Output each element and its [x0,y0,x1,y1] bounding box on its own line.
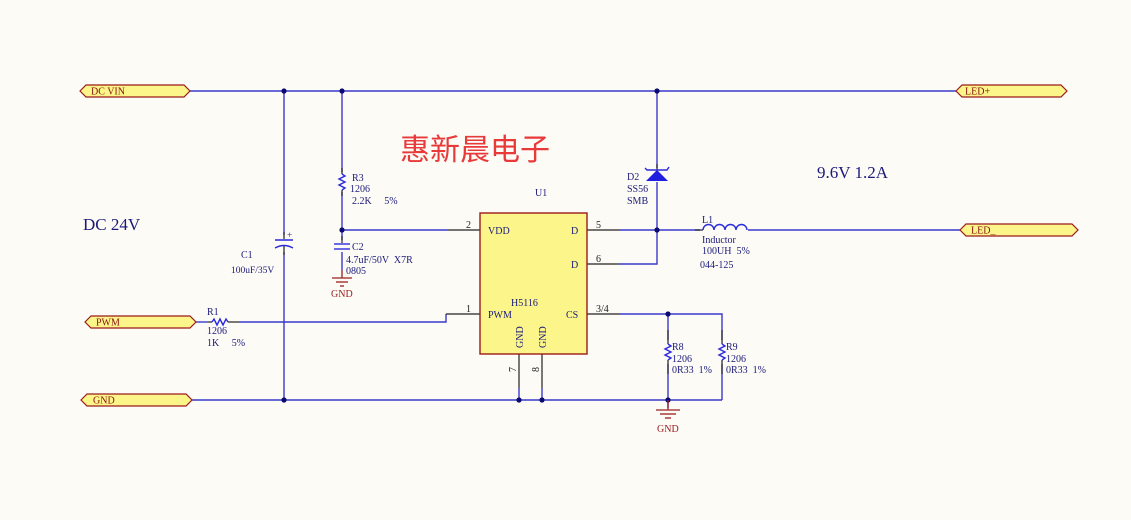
capacitor-c2[interactable]: C2 4.7uF/50V X7R 0805 [334,236,413,277]
pin-d2-name: D [571,260,578,271]
ic-u1[interactable]: U1 H5116 VDD D D PWM CS GND GND 2 5 6 1 … [466,188,609,372]
pin-pwm-name: PWM [488,310,512,321]
inductor-coil-icon [702,223,748,231]
port-gnd-label: GND [93,396,115,407]
junction [539,397,545,403]
port-dc-vin-label: DC VIN [91,87,125,98]
pin-num-8: 8 [531,367,542,372]
junction [339,227,345,233]
d2-ref: D2 [627,172,639,183]
port-led-plus-label: LED+ [965,87,990,98]
port-dc-vin[interactable]: DC VIN [79,84,191,98]
r1-package: 1206 [207,326,227,337]
pin-num-1: 1 [466,304,471,315]
gnd-label: GND [657,424,679,435]
c2-ref: C2 [352,242,364,253]
resistor-symbol-icon [211,317,229,327]
gnd-symbol-cs: GND [656,400,680,435]
junction [339,88,345,94]
ic-designator: U1 [535,188,547,199]
output-spec-label: 9.6V 1.2A [817,163,889,182]
r9-package: 1206 [726,354,746,365]
c1-value: 100uF/35V [231,266,274,276]
l1-package: 044-125 [700,260,733,271]
pin-gnd1-name: GND [515,326,526,348]
r3-value: 2.2K 5% [352,196,398,207]
junction [654,227,660,233]
pin-gnd2-name: GND [538,326,549,348]
brand-text: 惠新晨电子 [400,133,550,168]
port-pwm-label: PWM [96,318,120,329]
net-cs [620,313,723,340]
resistor-r9[interactable]: R9 1206 0R33 1% [717,330,766,376]
port-pwm[interactable]: PWM [84,315,197,329]
l1-value: 100UH 5% [702,246,750,257]
resistor-r8[interactable]: R8 1206 0R33 1% [663,330,712,376]
pin-num-3-4: 3/4 [596,304,609,315]
c2-value: 4.7uF/50V X7R [346,255,413,266]
gnd-symbol-c2: GND [331,270,353,300]
resistor-symbol-icon [663,343,673,361]
schottky-bar-icon [644,166,670,171]
plus-icon: + [287,230,292,240]
resistor-r1[interactable]: R1 1206 1K 5% [207,307,245,349]
net-pwm [240,314,447,323]
r8-value: 0R33 1% [672,365,712,376]
r8-ref: R8 [672,342,684,353]
r8-package: 1206 [672,354,692,365]
resistor-symbol-icon [717,343,727,361]
c1-ref: C1 [241,250,253,261]
diode-d2[interactable]: D2 SS56 SMB [627,164,670,207]
polarized-plate-icon [274,244,294,249]
d2-package: SMB [627,196,648,207]
capacitor-c1[interactable]: + C1 100uF/35V [231,230,294,276]
r1-value: 1K 5% [207,338,245,349]
port-led-minus[interactable]: LED_ [959,223,1079,237]
pin-vdd-name: VDD [488,226,510,237]
port-led-plus[interactable]: LED+ [955,84,1068,98]
pin-num-6: 6 [596,254,601,265]
port-gnd[interactable]: GND [80,393,193,407]
input-voltage-label: DC 24V [83,215,141,234]
c2-package: 0805 [346,266,366,277]
pin-d1-name: D [571,226,578,237]
port-led-minus-label: LED_ [971,226,996,237]
resistor-symbol-icon [337,173,347,191]
junction [665,311,671,317]
l1-type: Inductor [702,235,737,246]
pin-num-5: 5 [596,220,601,231]
diode-triangle-icon [646,170,668,181]
d2-value: SS56 [627,184,648,195]
junction [654,88,660,94]
l1-ref: L1 [702,215,713,226]
junction [281,88,287,94]
r1-ref: R1 [207,307,219,318]
pin-cs-name: CS [566,310,578,321]
pin-num-7: 7 [508,367,519,372]
r9-ref: R9 [726,342,738,353]
gnd-label: GND [331,289,353,300]
ic-body [479,212,588,355]
r9-value: 0R33 1% [726,365,766,376]
junction [516,397,522,403]
r3-package: 1206 [350,184,370,195]
junctions [281,88,671,403]
r3-ref: R3 [352,173,364,184]
ic-part-number: H5116 [511,298,538,309]
inductor-l1[interactable]: L1 Inductor 100UH 5% 044-125 [695,215,750,271]
pin-num-2: 2 [466,220,471,231]
resistor-r3[interactable]: R3 1206 2.2K 5% [337,168,398,207]
junction [281,397,287,403]
net-sw-2 [620,230,658,265]
